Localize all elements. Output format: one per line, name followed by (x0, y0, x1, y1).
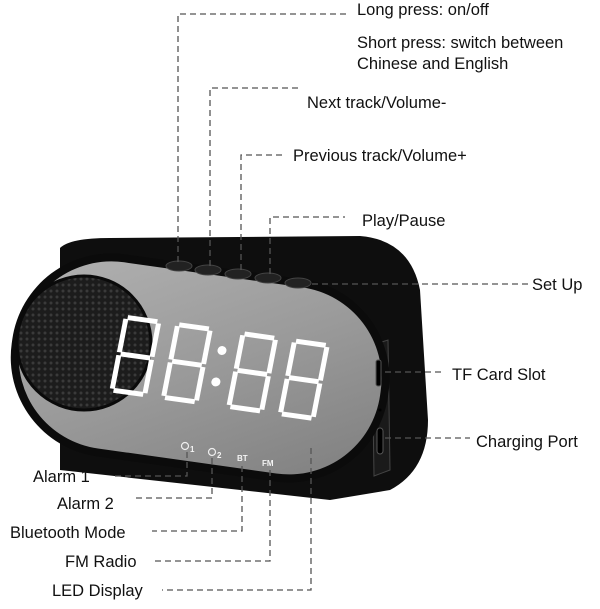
led-display-label: LED Display (52, 582, 144, 600)
language-label-line1: Short press: switch between (357, 34, 563, 52)
leader-lines (115, 13, 528, 591)
tf-card-label: TF Card Slot (452, 366, 546, 384)
alarm-clock: 1 2 BT FM (10, 236, 428, 500)
alarm2-indicator: 2 (207, 447, 222, 460)
alarm-clock-icon (180, 441, 190, 451)
led-digit (161, 322, 213, 405)
led-digit (278, 338, 330, 421)
mic-hole (378, 408, 382, 412)
previous-button[interactable] (224, 268, 252, 280)
top-buttons (165, 260, 312, 289)
alarm-clock-icon (207, 447, 217, 457)
next-track-label: Next track/Volume- (307, 94, 446, 112)
play-pause-button[interactable] (254, 272, 282, 284)
bluetooth-mode-label: Bluetooth Mode (10, 524, 126, 542)
led-digit (109, 315, 162, 397)
led-digit (226, 331, 278, 414)
power-button[interactable] (165, 260, 193, 272)
fm-radio-label: FM Radio (65, 553, 137, 571)
led-colon (217, 346, 227, 355)
charging-port (376, 427, 384, 455)
power-label: Long press: on/off (357, 1, 489, 19)
setup-button[interactable] (284, 277, 312, 289)
tf-card-slot (375, 359, 382, 387)
alarm1-indicator: 1 (180, 441, 195, 454)
next-button[interactable] (194, 264, 222, 276)
charging-port-label: Charging Port (476, 433, 578, 451)
play-pause-label: Play/Pause (362, 212, 445, 230)
alarm1-label: Alarm 1 (33, 468, 90, 486)
speaker-grille (15, 274, 153, 412)
led-colon (211, 377, 221, 387)
previous-track-label: Previous track/Volume+ (293, 147, 467, 165)
fm-indicator: FM (262, 459, 274, 468)
language-label-line2: Chinese and English (357, 55, 508, 73)
alarm2-indicator-label: 2 (217, 451, 222, 460)
alarm1-indicator-label: 1 (190, 445, 195, 454)
setup-label: Set Up (532, 276, 582, 294)
alarm2-label: Alarm 2 (57, 495, 114, 513)
bt-indicator: BT (237, 454, 248, 463)
led-display (109, 315, 330, 421)
